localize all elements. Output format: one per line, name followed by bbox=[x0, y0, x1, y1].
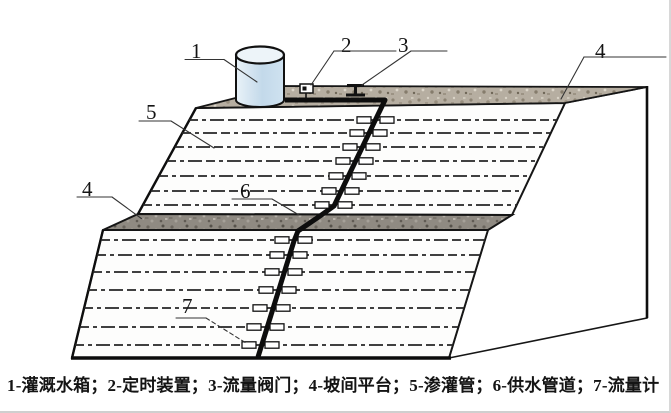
callout-4-top-number: 4 bbox=[595, 39, 606, 63]
coupling-right bbox=[344, 187, 360, 195]
timer-indicator bbox=[302, 86, 307, 91]
valve-base bbox=[346, 93, 365, 97]
callout-6-leader bbox=[271, 198, 300, 216]
coupling-right bbox=[292, 251, 308, 259]
tank-top bbox=[234, 45, 286, 65]
coupling-left bbox=[314, 201, 330, 209]
coupling-left bbox=[269, 251, 285, 259]
callout-4-top: 4 bbox=[560, 39, 667, 100]
callout-1-leader bbox=[223, 58, 258, 83]
callout-2-leader bbox=[310, 50, 335, 86]
coupling-left bbox=[264, 268, 280, 276]
coupling-left bbox=[342, 143, 358, 151]
coupling-left bbox=[321, 187, 337, 195]
flow-valve bbox=[346, 84, 365, 100]
coupling-left bbox=[328, 172, 344, 180]
coupling-left bbox=[335, 157, 351, 165]
callout-2-number: 2 bbox=[341, 33, 352, 57]
coupling-left bbox=[252, 304, 268, 312]
coupling-left bbox=[258, 286, 274, 294]
callout-4-left: 4 bbox=[76, 177, 143, 220]
coupling-left bbox=[246, 323, 262, 331]
callout-2: 2 bbox=[310, 33, 397, 86]
coupling-right bbox=[379, 116, 395, 124]
coupling-left bbox=[274, 236, 290, 244]
callout-1-number: 1 bbox=[191, 39, 202, 63]
coupling-right bbox=[358, 157, 374, 165]
supply-pipe bbox=[255, 97, 388, 358]
callout-4-top-leader bbox=[560, 56, 585, 100]
timer-device bbox=[299, 83, 314, 99]
coupling-left bbox=[356, 116, 372, 124]
callout-7: 7 bbox=[175, 294, 247, 344]
tank-body bbox=[235, 54, 285, 108]
coupling-right bbox=[351, 172, 367, 180]
callout-7-leader bbox=[205, 317, 247, 344]
callout-6-number: 6 bbox=[240, 179, 251, 203]
coupling-right bbox=[297, 236, 313, 244]
coupling-right bbox=[337, 201, 353, 209]
flow-meter-couplings bbox=[241, 116, 395, 349]
valve-stem bbox=[354, 84, 357, 95]
coupling-left bbox=[241, 341, 257, 349]
callout-4-left-number: 4 bbox=[82, 177, 93, 201]
coupling-right bbox=[269, 323, 285, 331]
coupling-right bbox=[365, 143, 381, 151]
water-tank bbox=[234, 45, 286, 108]
callout-4-left-leader bbox=[111, 196, 143, 220]
valve-flange bbox=[349, 97, 362, 100]
coupling-right bbox=[281, 286, 297, 294]
coupling-right bbox=[287, 268, 303, 276]
callout-5-number: 5 bbox=[146, 100, 157, 124]
callout-5-leader bbox=[170, 120, 215, 149]
callout-6: 6 bbox=[231, 179, 300, 216]
callout-7-number: 7 bbox=[182, 294, 193, 318]
coupling-left bbox=[349, 129, 365, 137]
callout-3: 3 bbox=[361, 33, 448, 86]
callout-3-leader bbox=[361, 50, 412, 86]
callout-1: 1 bbox=[184, 39, 258, 83]
coupling-right bbox=[264, 341, 280, 349]
callout-3-number: 3 bbox=[398, 33, 409, 57]
slope-block bbox=[70, 85, 649, 360]
figure-caption: 1-灌溉水箱；2-定时装置；3-流量阀门；4-坡间平台；5-渗灌管；6-供水管道… bbox=[7, 376, 660, 395]
callouts: 1 2 3 4 5 4 6 bbox=[76, 33, 667, 344]
coupling-right bbox=[275, 304, 291, 312]
callout-5: 5 bbox=[138, 100, 215, 149]
lower-slope-left-edge bbox=[70, 229, 105, 359]
coupling-right bbox=[372, 129, 388, 137]
